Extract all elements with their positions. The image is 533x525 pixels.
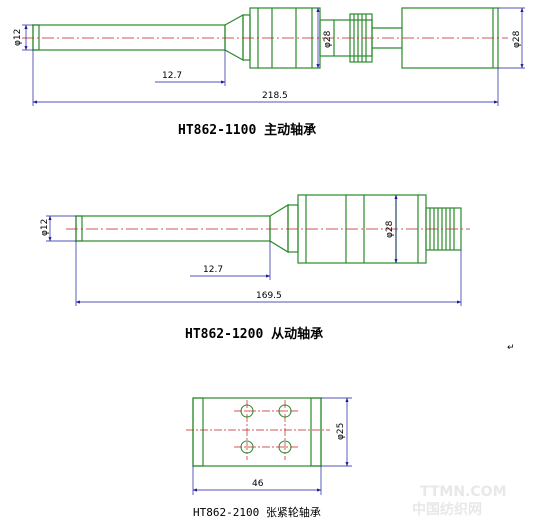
body-diameter-label: φ28 [385, 220, 395, 238]
dimension-lines [192, 397, 352, 495]
figure-1-active-bearing: φ12 φ28 φ28 12.7 218.5 HT862-1100 主动轴承 [13, 7, 525, 138]
overall-length-label: 218.5 [262, 91, 288, 101]
shaft-diameter-label: φ12 [13, 29, 23, 46]
watermark-subtext: 中国纺织网 [412, 501, 482, 518]
overall-length-label: 169.5 [256, 291, 282, 301]
dimension-lines [46, 194, 462, 306]
figure-3-caption: HT862-2100 张紧轮轴承 [193, 505, 321, 519]
shaft-diameter-label: φ12 [40, 219, 50, 236]
end-diameter-label: φ28 [512, 30, 522, 48]
width-dimension-label: 46 [252, 479, 264, 489]
figure-1-caption: HT862-1100 主动轴承 [178, 122, 316, 138]
figure-2-caption: HT862-1200 从动轴承 [185, 326, 323, 342]
part-outline [192, 397, 322, 467]
offset-dimension-label: 12.7 [203, 265, 223, 275]
height-diameter-label: φ25 [336, 423, 346, 440]
figure-3-tensioner-bearing: φ25 46 HT862-2100 张紧轮轴承 [186, 397, 352, 519]
body-diameter-label: φ28 [323, 30, 333, 48]
dimension-lines [22, 7, 525, 106]
bolt-holes [240, 404, 292, 454]
watermark-text: TTMN.COM [420, 484, 507, 500]
return-mark: ↵ [507, 343, 515, 353]
offset-dimension-label: 12.7 [162, 71, 182, 81]
figure-2-driven-bearing: φ12 φ28 12.7 169.5 HT862-1200 从动轴承 ↵ [40, 194, 515, 353]
centerlines [186, 400, 330, 460]
